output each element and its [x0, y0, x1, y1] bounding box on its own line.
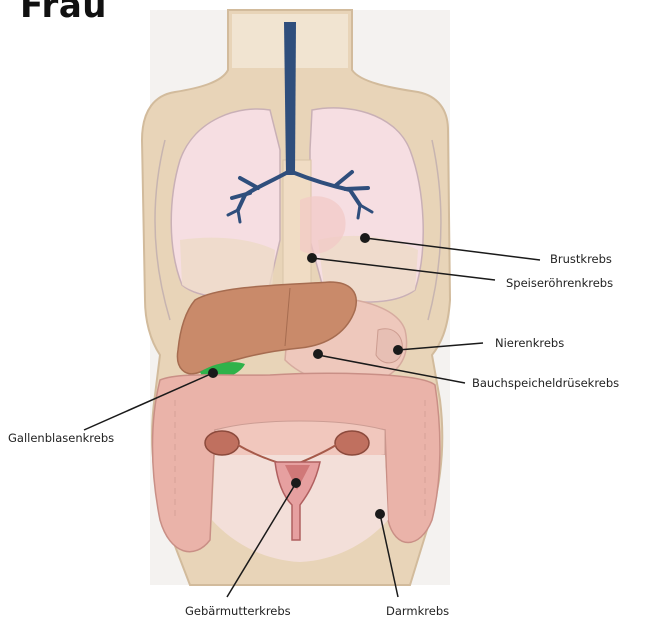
marker-gallenblase [208, 368, 218, 378]
marker-bauchspeicheldruese [313, 349, 323, 359]
label-bauchspeicheldruesekrebs: Bauchspeicheldrüsekrebs [472, 376, 619, 390]
marker-speiseroehre [307, 253, 317, 263]
marker-gebaermutter [291, 478, 301, 488]
label-nierenkrebs: Nierenkrebs [495, 336, 564, 350]
label-gallenblasenkrebs: Gallenblasenkrebs [8, 431, 114, 445]
label-brustkrebs: Brustkrebs [550, 252, 612, 266]
trachea [284, 22, 296, 175]
marker-darm [375, 509, 385, 519]
ovary-left [205, 431, 239, 455]
label-darmkrebs: Darmkrebs [386, 604, 449, 618]
marker-niere [393, 345, 403, 355]
label-speiseroehrenkrebs: Speiseröhrenkrebs [506, 276, 613, 290]
marker-brust [360, 233, 370, 243]
label-gebaermutterkrebs: Gebärmutterkrebs [185, 604, 291, 618]
ovary-right [335, 431, 369, 455]
